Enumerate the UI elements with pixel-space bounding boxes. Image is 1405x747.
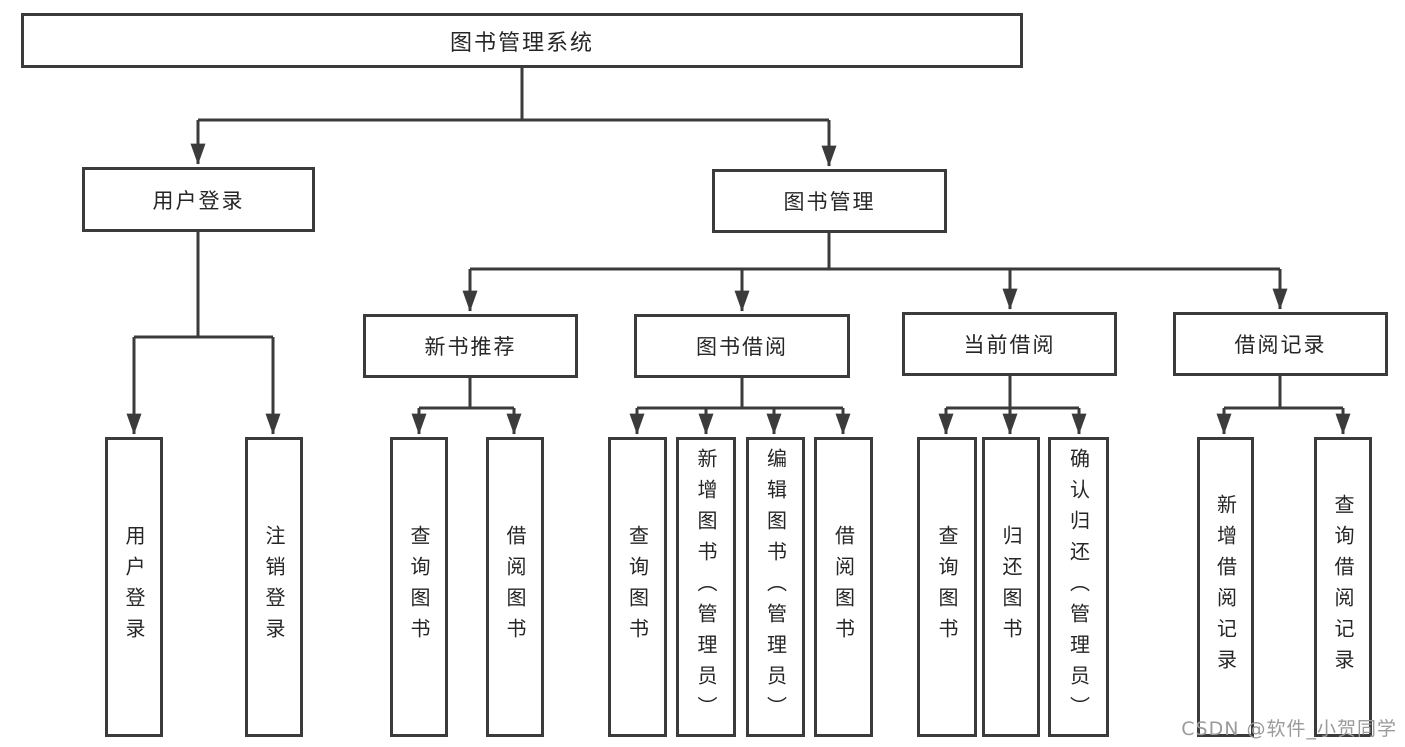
node-book-borrow: 图书借阅	[634, 314, 850, 378]
leaf-borrow-book-recommend: 借阅图书	[486, 437, 544, 737]
node-current-borrow: 当前借阅	[902, 312, 1117, 376]
leaf-confirm-return-admin: 确认归还（管理员）	[1048, 437, 1109, 737]
node-system-root: 图书管理系统	[21, 13, 1023, 68]
leaf-edit-book-admin: 编辑图书（管理员）	[746, 437, 805, 737]
leaf-query-book-recommend: 查询图书	[390, 437, 448, 737]
leaf-add-book-admin: 新增图书（管理员）	[676, 437, 736, 737]
leaf-borrow-book: 借阅图书	[814, 437, 873, 737]
leaf-add-borrow-record: 新增借阅记录	[1197, 437, 1254, 737]
node-borrow-record: 借阅记录	[1173, 312, 1388, 376]
leaf-query-book-current: 查询图书	[917, 437, 977, 737]
csdn-watermark: CSDN @软件_小贺同学	[1181, 718, 1397, 740]
leaf-return-book: 归还图书	[982, 437, 1040, 737]
node-new-book-recommend: 新书推荐	[363, 314, 578, 378]
leaf-logout: 注销登录	[245, 437, 303, 737]
leaf-query-book-borrow: 查询图书	[608, 437, 667, 737]
leaf-query-borrow-record: 查询借阅记录	[1314, 437, 1372, 737]
node-book-management: 图书管理	[712, 169, 947, 233]
node-user-login-group: 用户登录	[82, 167, 315, 232]
leaf-user-login: 用户登录	[105, 437, 163, 737]
